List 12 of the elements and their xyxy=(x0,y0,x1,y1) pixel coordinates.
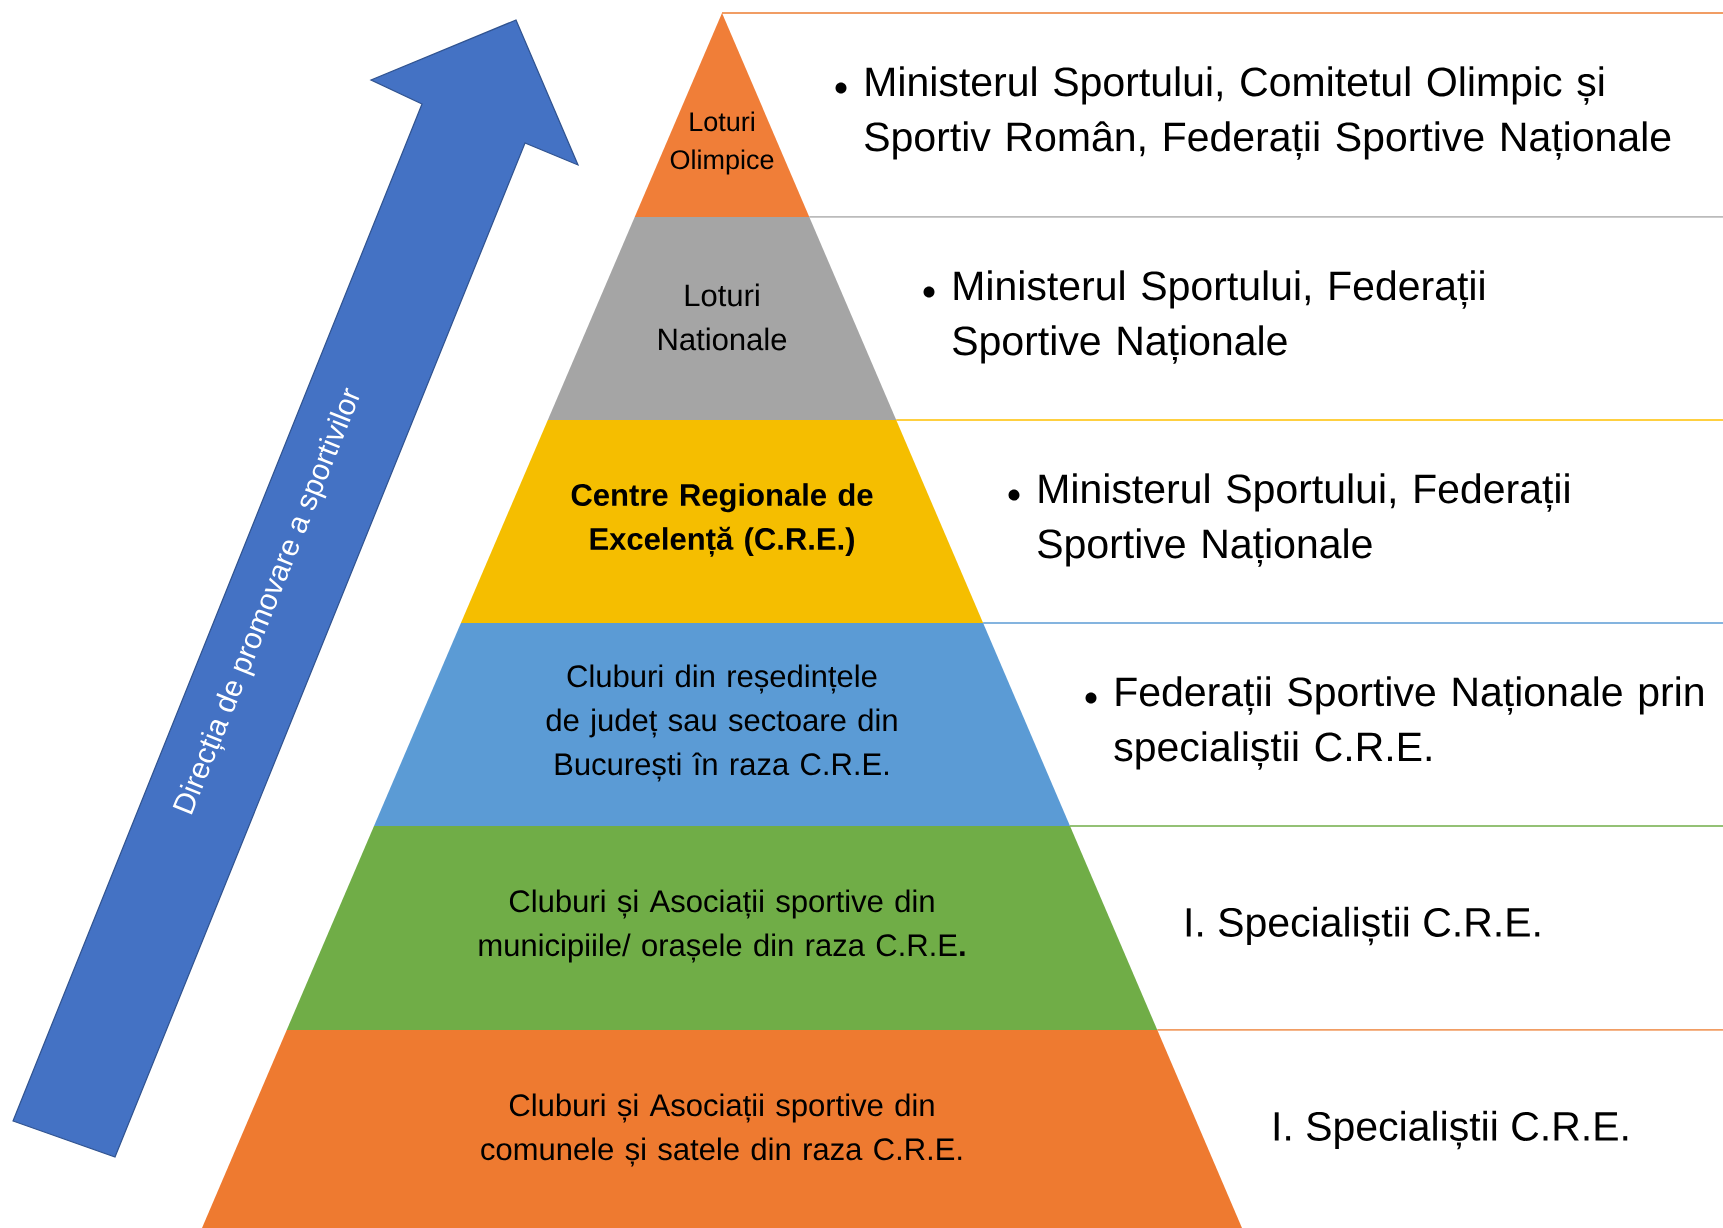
pyramid-level: Cluburi din reședințele de județ sau sectoare din București în raza C.R.E. xyxy=(374,623,1070,826)
pyramid-level: Centre Regionale de Excelență (C.R.E.) xyxy=(460,420,984,623)
description-text: Ministerul Sportului, Comitetul Olimpic și Sportiv Român, Federații Sportive Naționale xyxy=(865,66,1671,160)
pyramid-level: Loturi Nationale xyxy=(547,217,897,420)
description-text: I. Specialiștii C.R.E. xyxy=(1186,906,1540,946)
pyramid-level: Loturi Olimpice xyxy=(634,13,810,217)
description-text: Federații Sportive Naționale prin specialiștii C.R.E. xyxy=(1114,676,1703,770)
pyramid-level: Cluburi și Asociații sportive din comunele și satele din raza C.R.E. xyxy=(202,1030,1242,1228)
pyramid-level: Cluburi și Asociații sportive din municipiile/ orașele din raza C.R.E. xyxy=(286,826,1158,1030)
description-text: Ministerul Sportului, Federații Sportive Naționale xyxy=(953,270,1484,364)
description-text: I. Specialiștii C.R.E. xyxy=(1274,1110,1628,1150)
description-text: Ministerul Sportului, Federații Sportive Naționale xyxy=(1038,473,1569,567)
